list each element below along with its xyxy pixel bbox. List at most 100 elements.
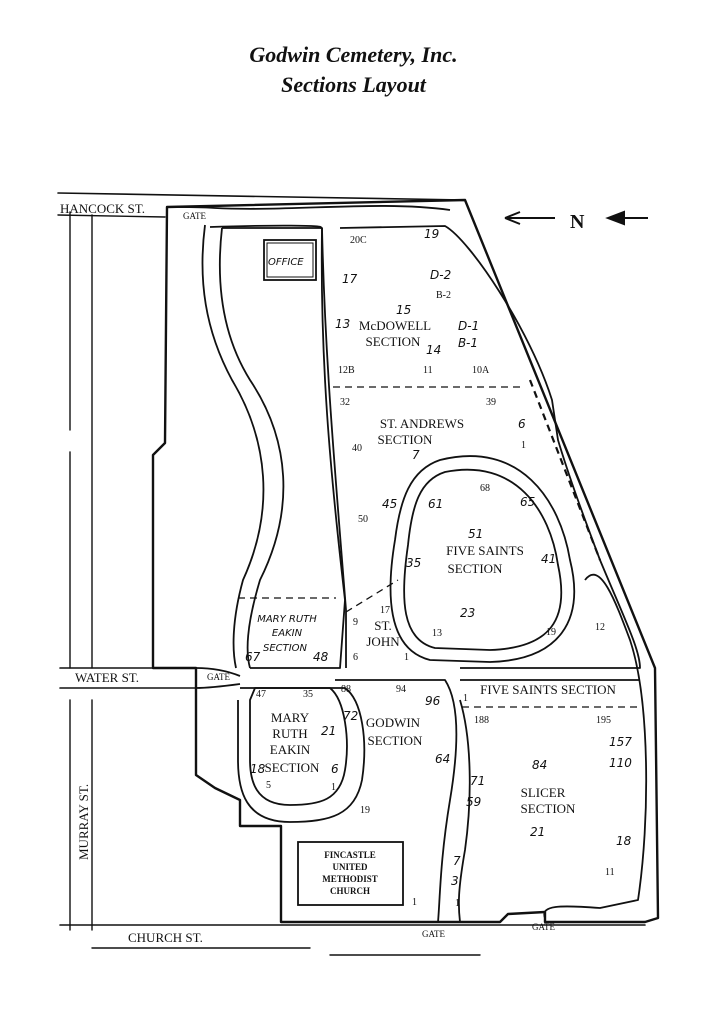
lot-u67: 67 [245,650,261,664]
lot-f61: 61 [428,497,443,511]
lot-m19: 19 [424,227,439,241]
north-arrow: N [504,210,648,233]
lot-l35: 35 [303,689,313,700]
church-label-2: UNITED [332,862,368,872]
gate-water-label: GATE [207,672,230,682]
mcdowell-label-2: SECTION [366,334,422,349]
st-john-divider [345,579,399,613]
lot-m17: 17 [342,272,358,286]
lot-s1: 1 [463,693,468,704]
gate-bottom-left-label: GATE [422,929,445,939]
mre-lower-outer [237,687,366,823]
church-building [297,841,404,906]
church-street-edge-lower [91,947,481,956]
lot-j9: 9 [353,617,358,628]
lot-m15: 15 [396,303,411,317]
lot-f65: 65 [520,495,535,509]
hancock-street-edge-lower [57,214,166,218]
lot-l47: 47 [256,689,266,700]
right-boundary-dashes [528,379,602,561]
church-street-label: CHURCH ST. [128,930,203,945]
lot-10a: 10A [472,365,490,376]
lot-s18: 18 [616,834,632,848]
mre-upper-label-1: MARY RUTH [257,614,317,625]
lot-f45: 45 [382,497,397,511]
water-gate-road [195,667,241,689]
water-street-label: WATER ST. [75,670,139,685]
lot-l6: 6 [331,762,339,776]
lot-s21: 21 [530,825,545,839]
lot-g64: 64 [435,752,450,766]
st-andrews-label-1: ST. ANDREWS [380,416,464,431]
slicer-label-2: SECTION [521,801,577,816]
lot-a1: 1 [521,440,526,451]
hancock-street-label: HANCOCK ST. [60,201,145,216]
five-saints-loop-inner [403,468,563,651]
five-saints-loop-outer [389,455,575,663]
lot-g88: 88 [341,684,351,695]
gate-bottom-right-label: GATE [532,922,555,932]
lot-40: 40 [352,443,362,454]
lot-s188: 188 [474,715,489,726]
map-title: Godwin Cemetery, Inc. [249,42,458,67]
right-loop-road [543,573,648,919]
slicer-label-1: SLICER [521,785,566,800]
lot-s84: 84 [532,758,547,772]
road-outer-left-top [166,205,451,211]
lot-s71: 71 [470,774,485,788]
lot-f41: 41 [541,552,556,566]
mcdowell-label-1: McDOWELL [359,318,431,333]
lot-s195: 195 [596,715,611,726]
lot-f13: 13 [432,628,442,639]
mcdowell-lot-edge [339,225,641,669]
five-saints-strip-label: FIVE SAINTS SECTION [480,682,616,697]
north-label: N [570,211,585,233]
mre-lower-label-2: RUTH [272,726,307,741]
road-wind-right [218,227,285,669]
church-label-1: FINCASTLE [324,850,376,860]
lot-f35: 35 [406,556,421,570]
lot-a6: 6 [518,417,526,431]
office-building-inner [266,242,314,278]
lot-s110: 110 [609,756,632,770]
five-saints-label-1: FIVE SAINTS [446,543,524,558]
hancock-street-edge [57,192,466,201]
map-subtitle: Sections Layout [281,72,426,97]
lot-g94: 94 [396,684,406,695]
mre-lower-label-3: EAKIN [270,742,311,757]
mre-upper-label-3: SECTION [263,643,308,654]
lot-39: 39 [486,397,496,408]
lot-m13: 13 [335,317,350,331]
office-building [263,239,317,281]
lot-a7: 7 [412,448,420,462]
mre-lower-loop [249,687,348,806]
lot-l5: 5 [266,780,271,791]
lot-f23: 23 [460,606,475,620]
lot-g1b: 1 [455,898,460,909]
mre-upper-label-2: EAKIN [272,628,303,639]
st-john-label-1: ST. [374,618,391,633]
lot-g7: 7 [453,854,461,868]
lot-f19: 19 [546,627,556,638]
godwin-label-2: SECTION [368,733,424,748]
st-andrews-label-2: SECTION [378,432,434,447]
lot-b2: B-2 [436,290,451,301]
lot-68: 68 [480,483,490,494]
st-john-label-2: JOHN [366,634,400,649]
murray-street-label: MURRAY ST. [76,784,91,860]
lot-l1: 1 [331,782,336,793]
church-label-3: METHODIST [322,874,378,884]
gate-top-label: GATE [183,211,206,221]
godwin-road-right [457,679,640,923]
lot-j6: 6 [353,652,358,663]
lot-11: 11 [423,365,433,376]
lot-l18: 18 [250,762,266,776]
godwin-label-1: GODWIN [366,715,421,730]
lot-b1: B-1 [458,336,478,350]
lot-32: 32 [340,397,350,408]
office-label: OFFICE [268,257,304,268]
lot-50: 50 [358,514,368,525]
lot-12b: 12B [338,365,355,376]
lot-s59: 59 [466,795,481,809]
